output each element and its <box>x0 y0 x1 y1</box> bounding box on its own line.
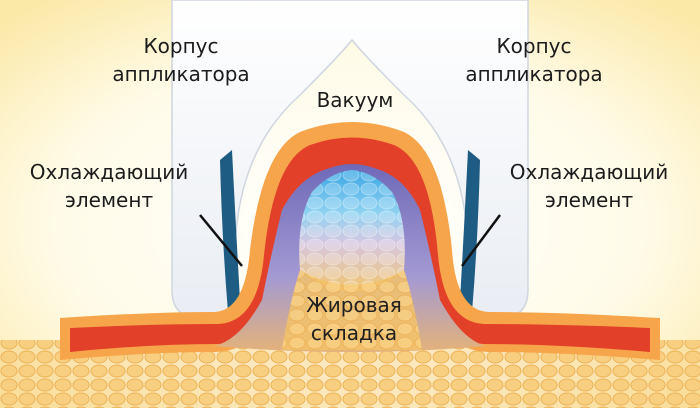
label-applicator-body-right: Корпус аппликатора <box>449 32 619 88</box>
label-line: элемент <box>544 188 634 212</box>
leader-line-right <box>460 214 502 267</box>
label-cooling-element-left: Охлаждающий элемент <box>14 158 204 214</box>
label-line: Вакуум <box>316 88 394 112</box>
label-line: элемент <box>64 188 154 212</box>
label-fat-fold: Жировая складка <box>282 291 426 347</box>
label-line: Охлаждающий <box>29 160 189 184</box>
label-line: складка <box>310 321 398 345</box>
label-applicator-body-left: Корпус аппликатора <box>96 32 266 88</box>
cooling-element-left <box>220 150 240 312</box>
skin-red-layer <box>70 137 650 352</box>
label-cooling-element-right: Охлаждающий элемент <box>494 158 684 214</box>
label-vacuum: Вакуум <box>300 86 410 114</box>
cooling-element-right <box>460 150 480 312</box>
label-line: Охлаждающий <box>509 160 669 184</box>
label-line: Корпус <box>496 34 572 58</box>
label-line: Жировая <box>306 293 402 317</box>
label-line: аппликатора <box>465 62 603 86</box>
label-line: аппликатора <box>112 62 250 86</box>
leader-line-left <box>199 214 243 267</box>
label-line: Корпус <box>143 34 219 58</box>
